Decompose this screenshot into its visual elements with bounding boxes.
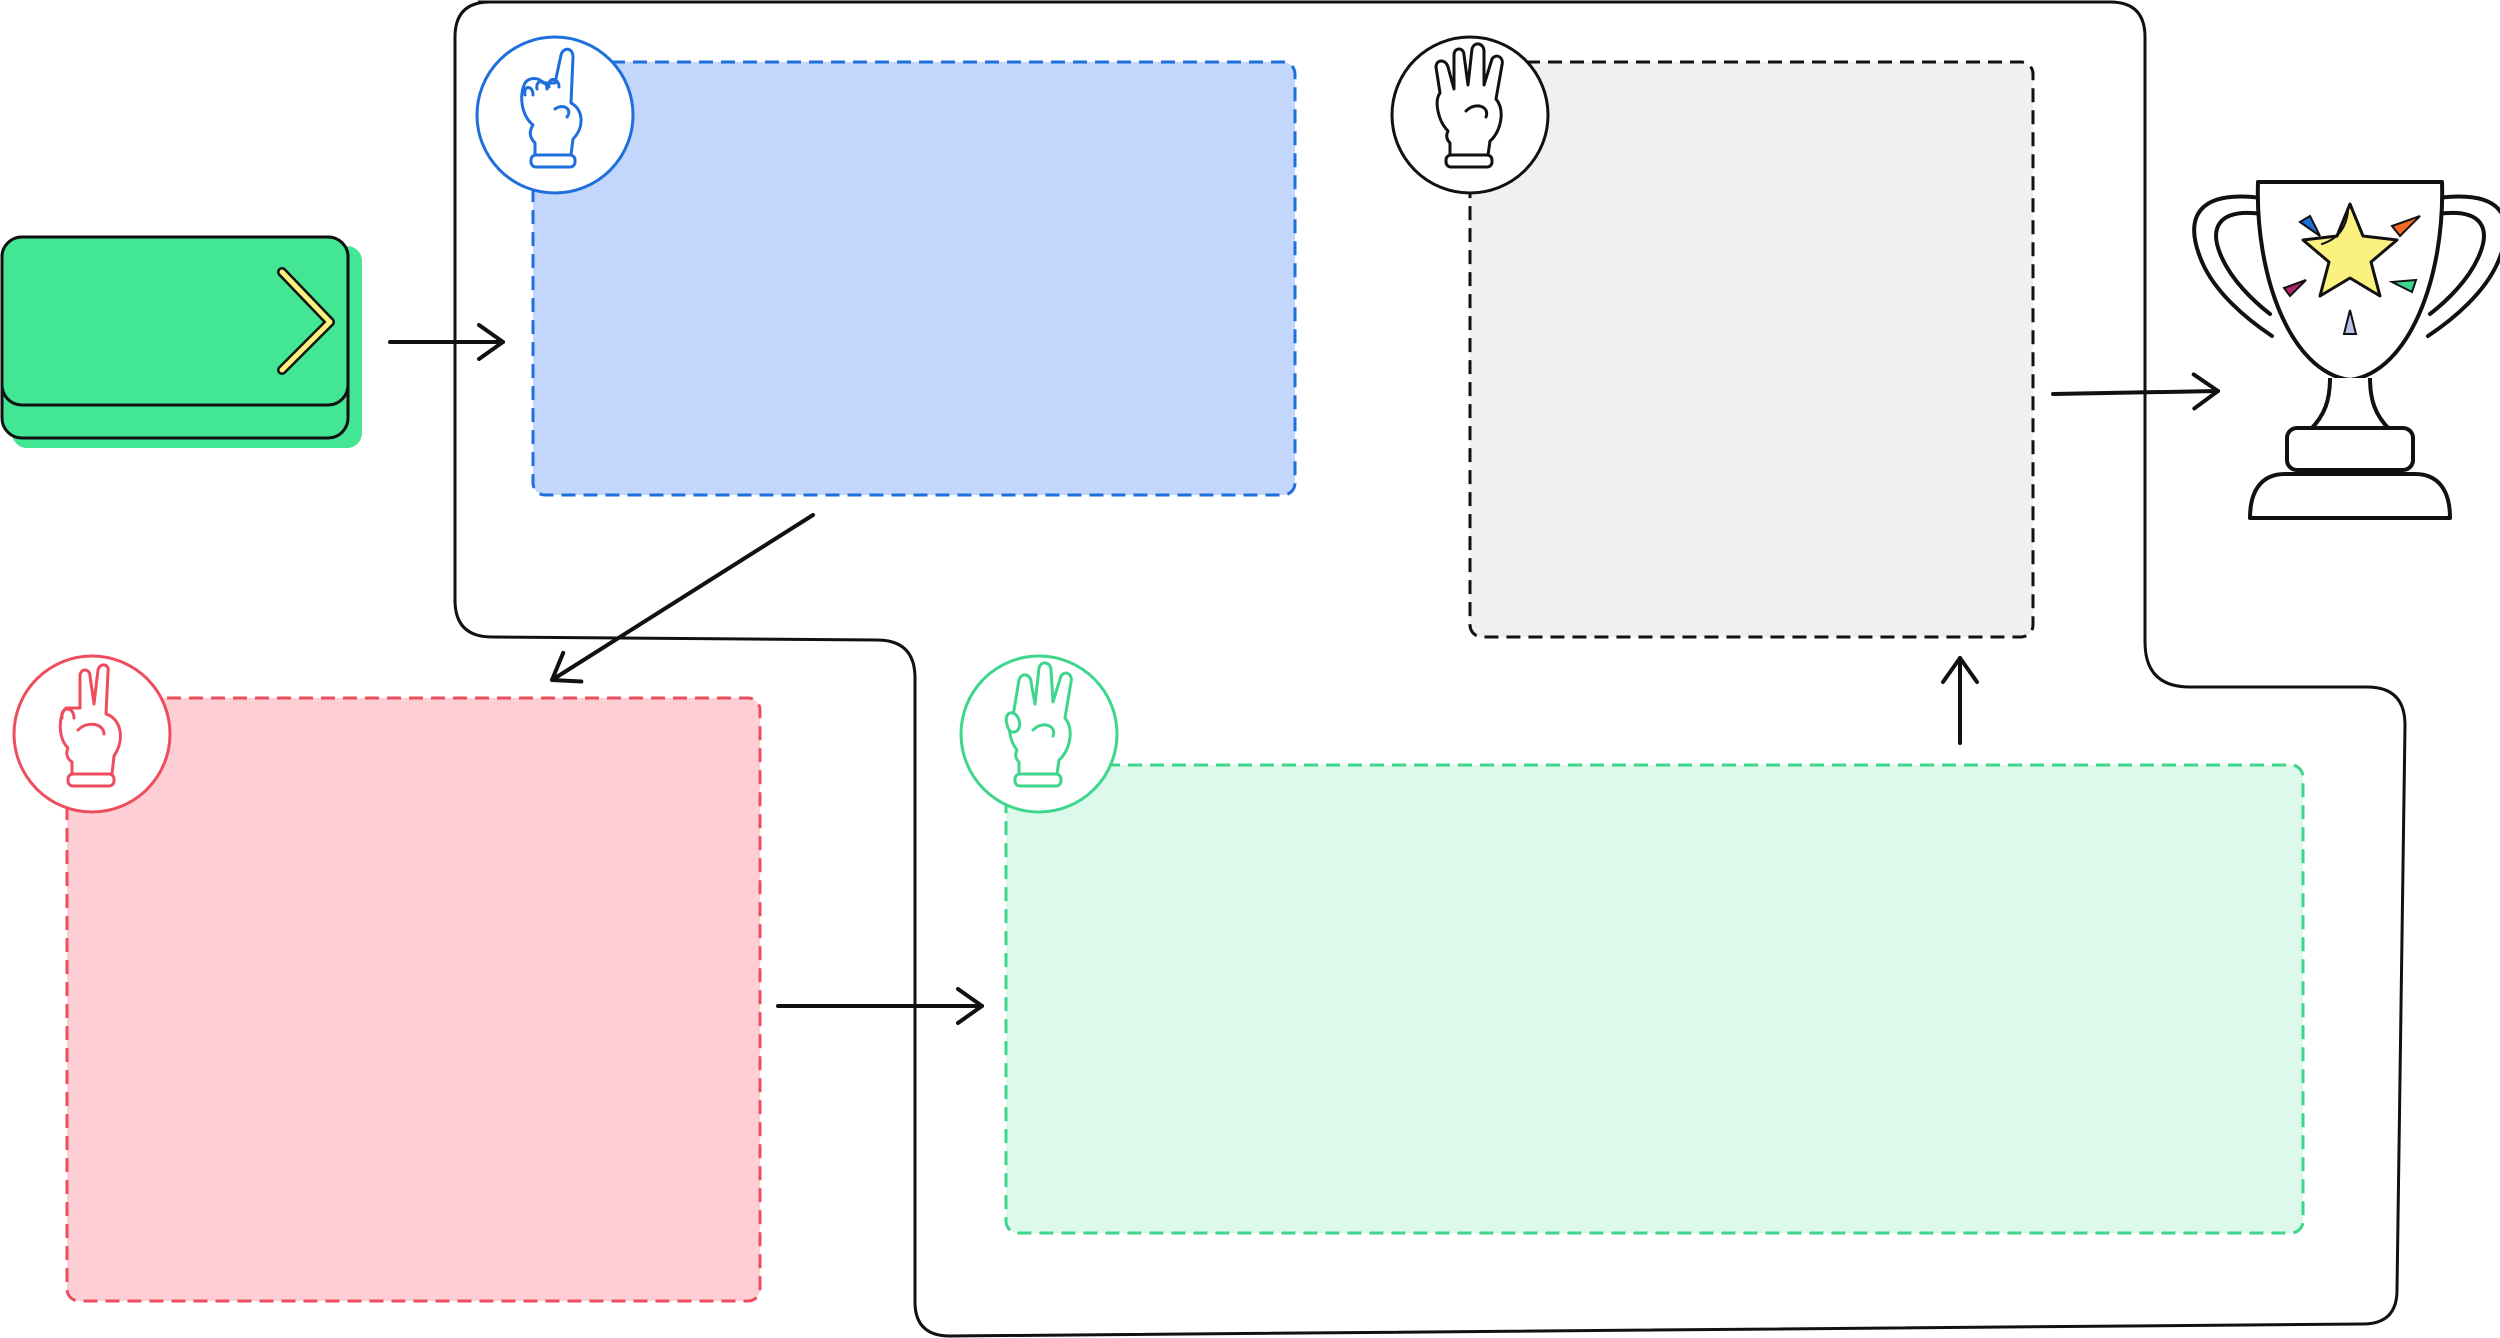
track-outline (453, 0, 2407, 1338)
three-fingers-hand-icon (959, 654, 1119, 814)
trophy-star (2301, 202, 2399, 298)
step-3-box (1004, 763, 2305, 1235)
start-button-front-card (0, 235, 350, 407)
arrow-step-4-to-trophy (2051, 372, 2220, 411)
confetti-orange (2390, 215, 2421, 238)
two-fingers-hand-icon (12, 654, 172, 814)
step-1-box (531, 60, 1297, 497)
step-4-box (1468, 60, 2035, 639)
confetti-green (2388, 278, 2418, 294)
confetti-blue (2298, 214, 2321, 237)
four-fingers-hand-icon (1390, 35, 1550, 195)
trophy-icon (2192, 180, 2500, 520)
confetti-purple (2282, 279, 2307, 298)
arrow-step-1-to-step-2 (550, 513, 815, 684)
start-button[interactable] (0, 235, 362, 448)
step-2-box (65, 696, 762, 1303)
one-finger-hand-icon (475, 35, 635, 195)
confetti-gray (2342, 309, 2358, 335)
chevron-right-icon (277, 267, 335, 375)
